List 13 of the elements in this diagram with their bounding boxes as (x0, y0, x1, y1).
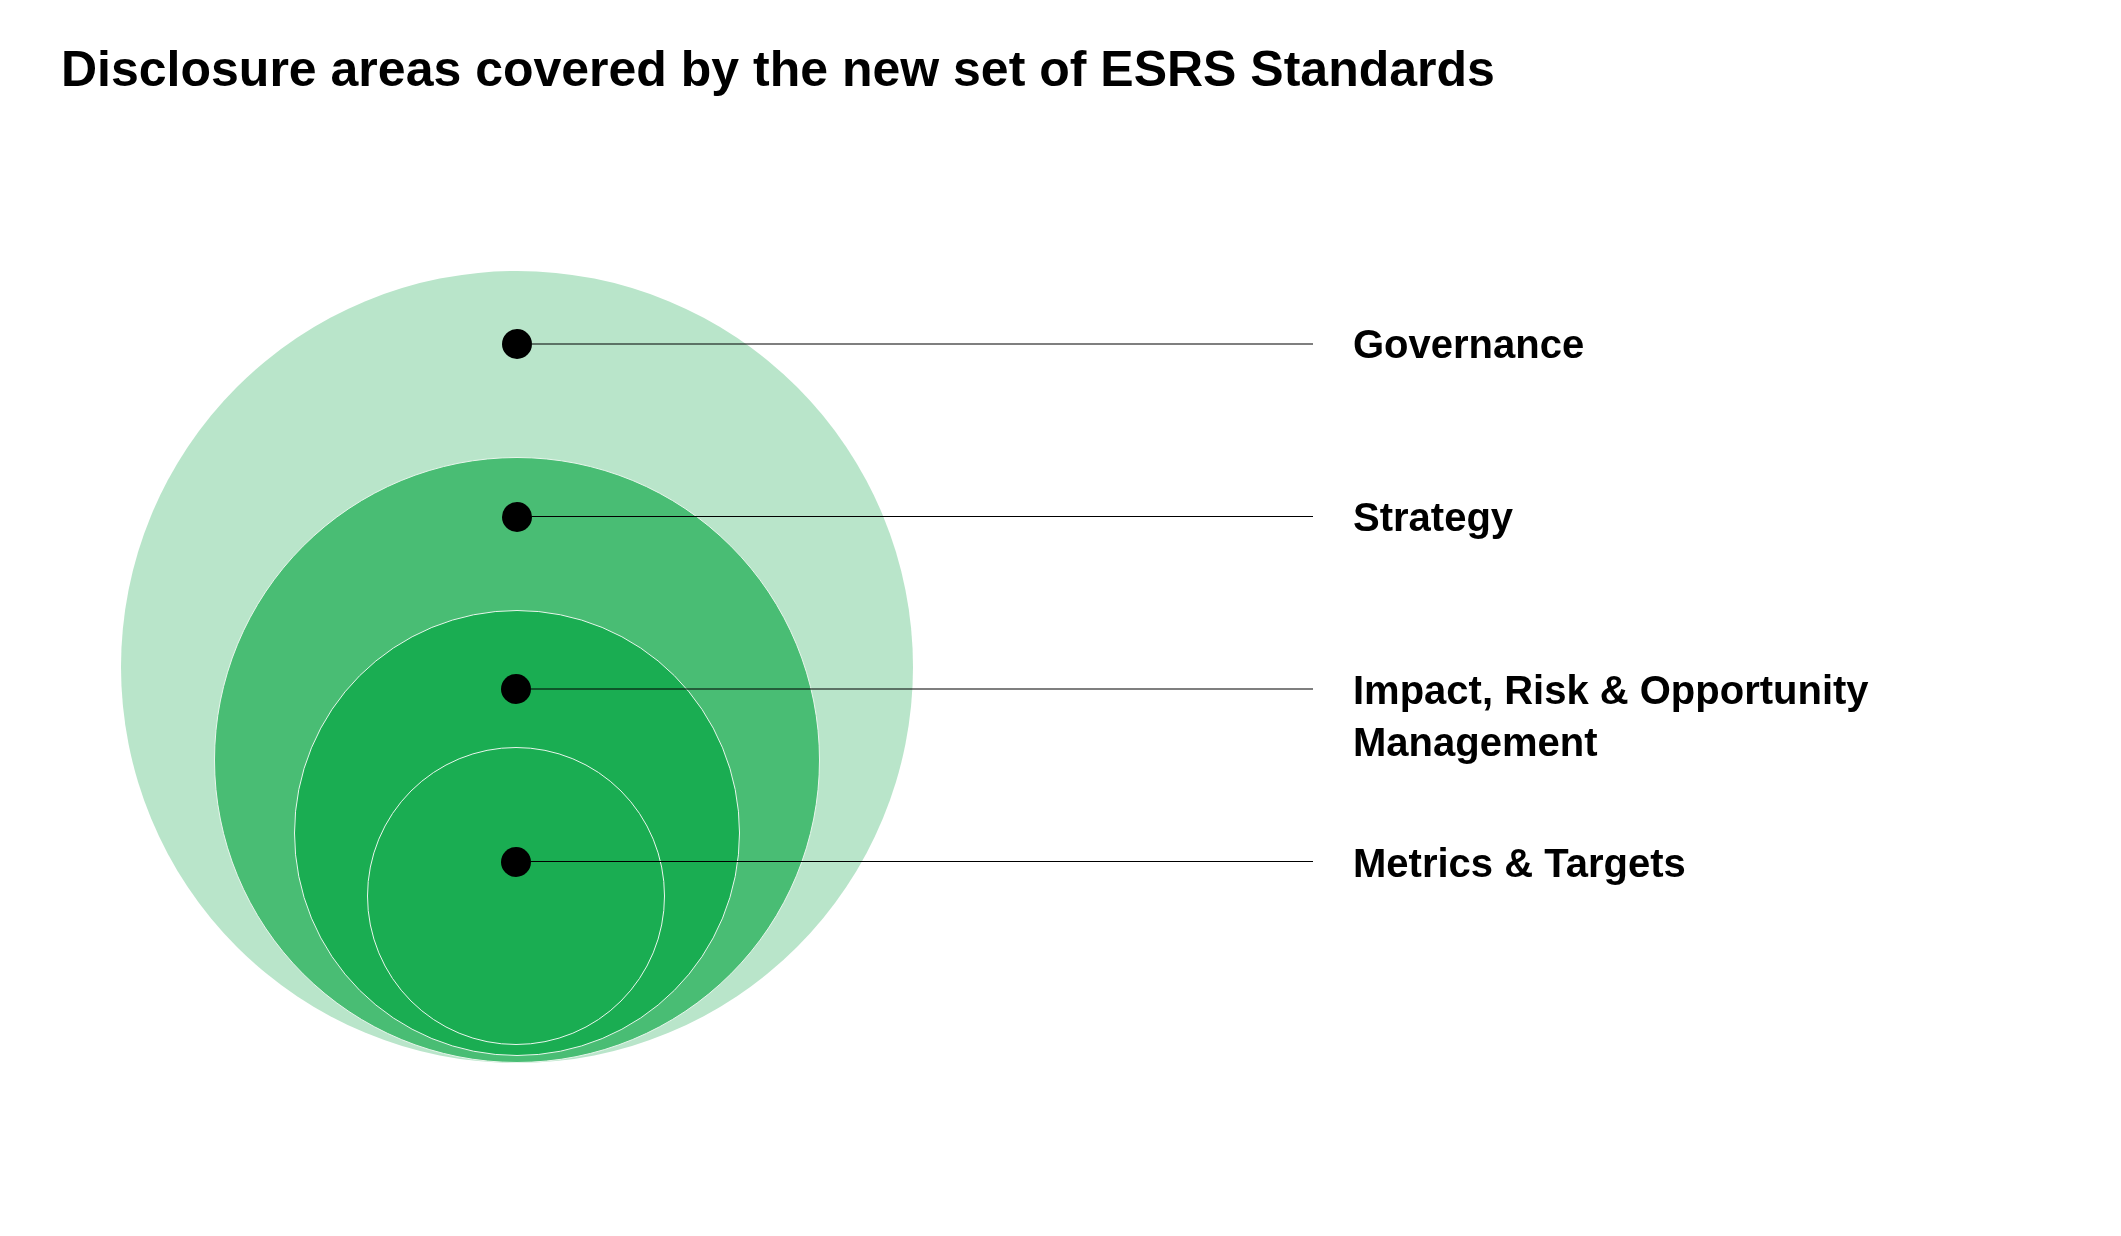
dot-marker (501, 674, 531, 704)
leader-line (530, 515, 1314, 518)
category-label: Strategy (1353, 491, 2053, 543)
dot-marker (501, 501, 532, 532)
title: Disclosure areas covered by the new set of ESRS Standards (61, 40, 1495, 98)
dot-marker (500, 846, 531, 877)
leader-line (530, 688, 1314, 690)
leader-line (529, 860, 1314, 863)
category-label: Metrics & Targets (1353, 837, 2053, 889)
dot-marker (502, 329, 532, 359)
category-label: Impact, Risk & Opportunity Management (1353, 664, 1993, 768)
leader-line (531, 343, 1314, 345)
category-label: Governance (1353, 318, 2053, 370)
